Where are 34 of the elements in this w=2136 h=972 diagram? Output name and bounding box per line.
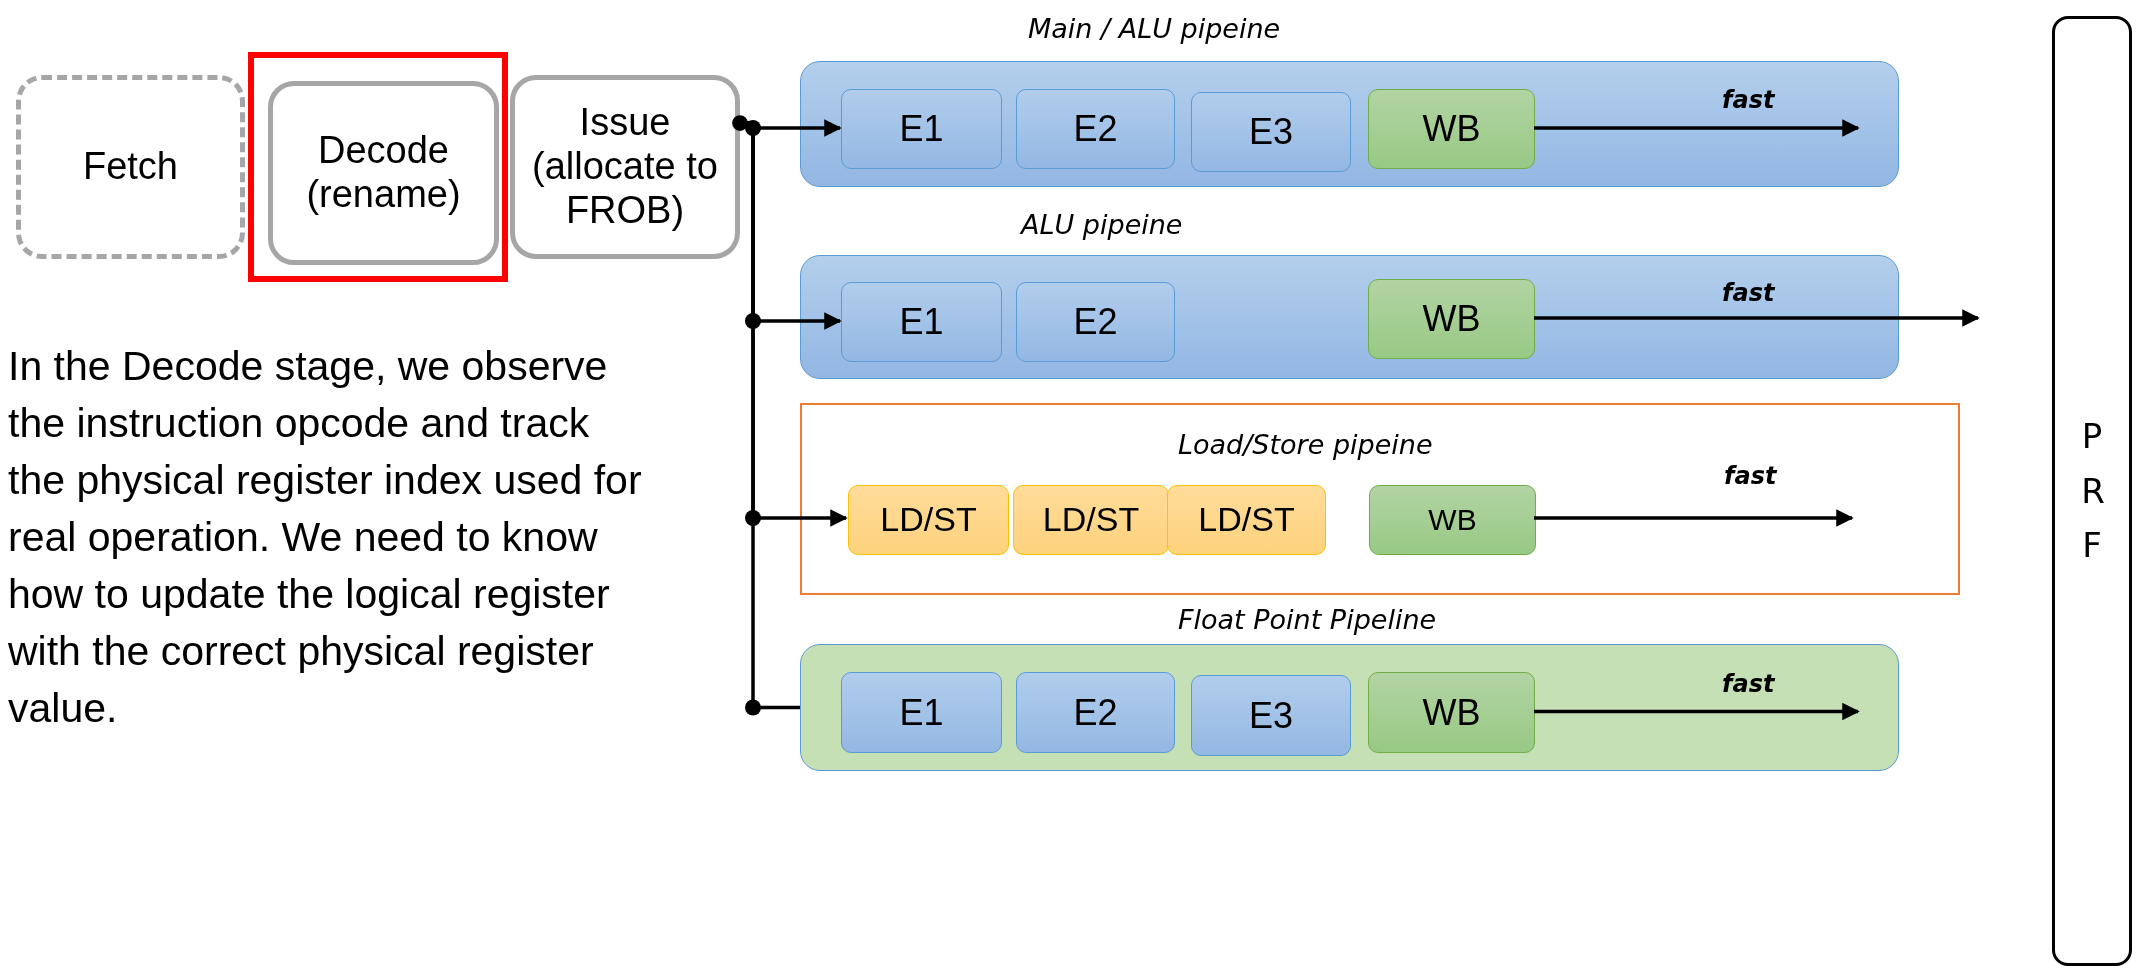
pipeline-stage-box: E2 [1016,672,1175,753]
pipeline-stage-box: WB [1368,89,1535,169]
pipeline-stage-box: LD/ST [1013,485,1169,555]
node-text: P R F [2081,415,2103,568]
pipeline-stage-box: E1 [841,282,1002,362]
pipeline-stage-box: E2 [1016,89,1175,169]
edge-label: fast [1722,670,1775,698]
pipeline-title: Float Point Pipeline [1178,604,1437,635]
pipeline-stage-box: LD/ST [1167,485,1326,555]
pipeline-stage-box: E1 [841,672,1002,753]
pipeline-stage-box: WB [1369,485,1536,555]
pipeline-stage-box: E3 [1191,92,1351,172]
stage-box: Issue (allocate to FROB) [510,75,740,259]
pipeline-title: Main / ALU pipeine [1028,13,1281,44]
arrow [1534,509,1854,527]
highlight-frame [248,52,508,282]
arrow [1534,119,1860,137]
edge-label: fast [1722,279,1775,307]
pipeline-stage-box: WB [1368,279,1535,359]
pipeline-stage-box: E3 [1191,675,1351,756]
register-file-box [2052,16,2132,966]
stage-box: Fetch [16,75,245,259]
edge-label: fast [1724,462,1777,490]
stage-box: Decode (rename) [268,81,499,265]
arrow [1534,309,1980,327]
pipeline-stage-box: E2 [1016,282,1175,362]
pipeline-stage-box: LD/ST [848,485,1009,555]
pipeline-stage-box: E1 [841,89,1002,169]
description-paragraph: In the Decode stage, we observe the instruction opcode and track the physical register index used for real operation. We need to know how to update the logical register with the correct physical register value. [8,342,643,733]
pipeline-title: Load/Store pipeine [1178,429,1433,460]
pipeline-title: ALU pipeine [1021,209,1183,240]
pipeline-stage-box: WB [1368,672,1535,753]
arrow [1534,702,1860,721]
edge-label: fast [1722,86,1775,114]
